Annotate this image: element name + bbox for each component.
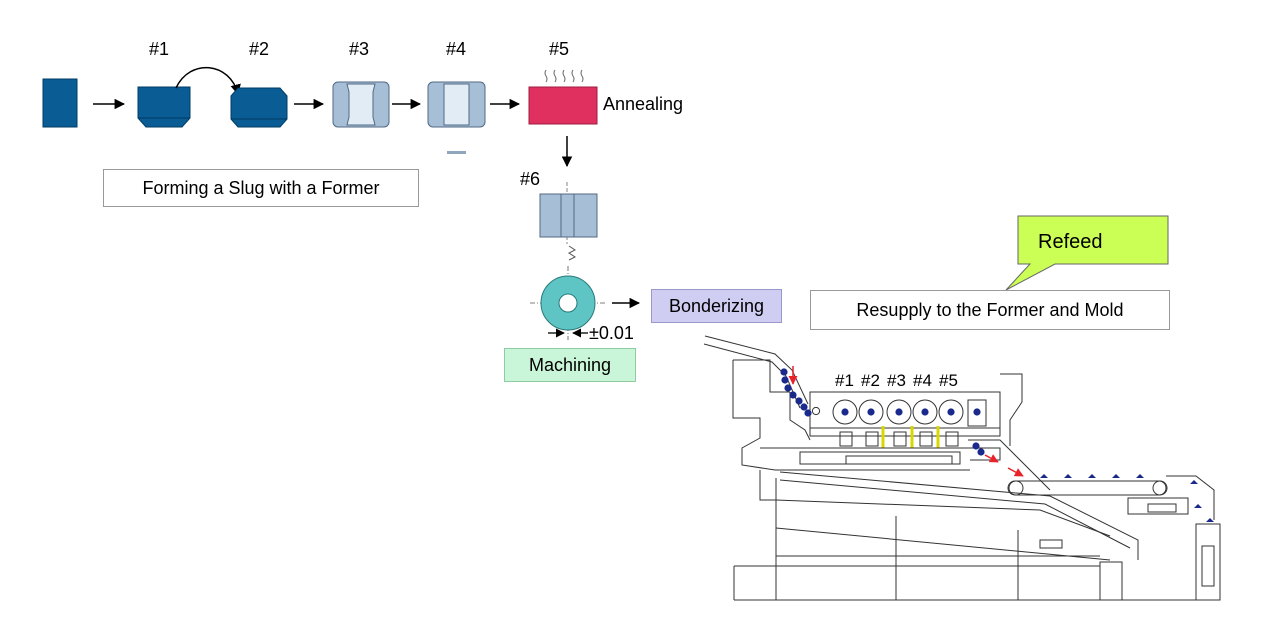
machining-label: Machining — [504, 348, 636, 382]
station-label-4: #4 — [913, 371, 932, 390]
flip-arrow — [175, 66, 241, 96]
slug-step-2 — [230, 87, 288, 128]
step-label-3: #3 — [349, 39, 370, 59]
annealing-label: Annealing — [603, 94, 684, 114]
punched-slug — [447, 151, 466, 154]
feed-wheel — [811, 406, 821, 416]
red-arrow-eject — [984, 454, 999, 463]
annealing-block — [528, 86, 598, 125]
forming-label: Forming a Slug with a Former — [103, 169, 419, 207]
step-label-4: #4 — [446, 39, 467, 59]
step-label-5: #5 — [549, 39, 570, 59]
slug-step-1 — [137, 86, 191, 128]
machined-ring — [530, 266, 605, 340]
raw-slug — [42, 78, 78, 128]
refeed-label: Refeed — [1038, 231, 1103, 253]
bonderizing-label: Bonderizing — [651, 289, 782, 323]
conveyor-parts — [1040, 474, 1214, 522]
heat-waves-icon — [544, 69, 584, 83]
step-label-1: #1 — [149, 39, 170, 59]
former-machine — [703, 335, 1221, 601]
chute-slugs — [780, 368, 812, 417]
slug-step-6 — [539, 182, 598, 261]
station-label-5: #5 — [939, 371, 958, 390]
step-label-2: #2 — [249, 39, 270, 59]
resupply-label: Resupply to the Former and Mold — [810, 290, 1170, 330]
step-label-6: #6 — [520, 169, 541, 189]
red-arrow-return — [1007, 467, 1024, 477]
tolerance-label: ±0.01 — [589, 323, 634, 343]
die-slugs — [841, 408, 985, 456]
refeed-callout-bubble — [1005, 215, 1169, 291]
station-label-1: #1 — [835, 371, 854, 390]
station-label-2: #2 — [861, 371, 880, 390]
slug-step-3 — [332, 81, 390, 128]
station-label-3: #3 — [887, 371, 906, 390]
slug-step-4 — [427, 81, 486, 128]
